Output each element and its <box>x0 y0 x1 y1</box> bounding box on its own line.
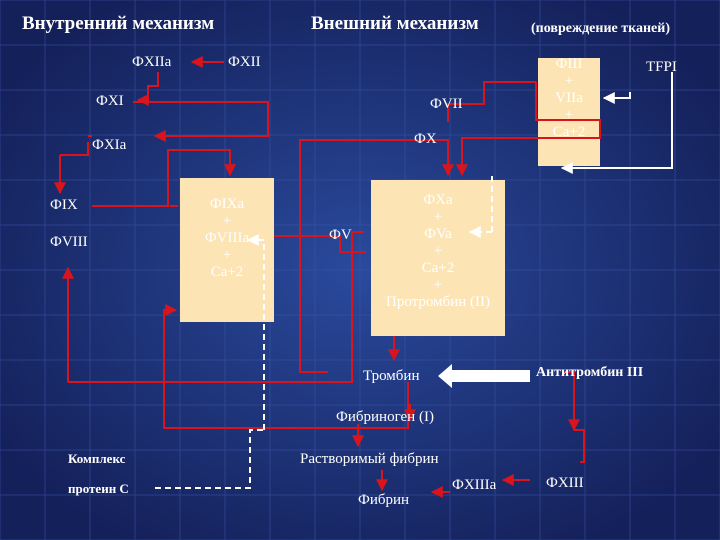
tf-line-3: VIIa <box>555 90 583 106</box>
intrinsic-header: Внутренний механизм <box>22 13 215 34</box>
label-fxi: ФXI <box>96 93 124 109</box>
label-protein-c: протеин С <box>68 481 129 496</box>
label-fxia: ФXIa <box>92 137 127 153</box>
extrinsic-note: (повреждение тканей) <box>531 21 670 36</box>
tfpi-to-tf <box>602 92 631 104</box>
extrinsic-header: Внешний механизм <box>311 13 479 34</box>
label-tfpi: TFPI <box>646 59 677 75</box>
tf-line-1: ФIII <box>555 56 583 72</box>
tenase-box <box>180 178 274 322</box>
fxiii-link <box>574 429 585 463</box>
arrow-fxiia-to-fxi <box>136 72 159 106</box>
tenase-text: ФIXa + ФVIIIa + Ca+2 <box>180 196 274 281</box>
label-fv: ФV <box>329 227 352 243</box>
arrow-to-fxiii <box>562 371 580 432</box>
arrow-fx-to-prothrombinase <box>299 139 454 373</box>
pt-line-7: Протромбин (II) <box>386 294 490 310</box>
label-complex: Комплекс <box>68 451 126 466</box>
tf-line-4: + <box>564 107 574 123</box>
tenase-line-2: + <box>222 213 232 229</box>
label-soluble-fibrin: Растворимый фибрин <box>300 451 439 467</box>
antithrombin-arrow <box>438 364 530 388</box>
pt-line-2: + <box>433 209 443 225</box>
tfpi-to-fx <box>560 72 673 174</box>
label-fxii: ФXII <box>228 54 261 70</box>
tissue-factor-text: ФIII + VIIa + Ca+2 <box>538 56 600 141</box>
pt-line-3: ФVa <box>424 226 452 242</box>
pt-line-5: Ca+2 <box>421 260 455 276</box>
arrow-fxia-link <box>60 142 89 156</box>
tenase-line-4: + <box>222 247 232 263</box>
label-fibrinogen: Фибриноген (I) <box>336 409 434 425</box>
tf-line-2: + <box>564 73 574 89</box>
tenase-line-3: ФVIIIa <box>204 230 250 246</box>
activation-arrows <box>54 56 601 498</box>
arrow-tf-to-fx <box>456 82 601 177</box>
label-thrombin: Тромбин <box>363 368 420 384</box>
tenase-line-1: ФIXa <box>209 196 245 212</box>
tissue-factor-box <box>538 58 600 166</box>
label-fix: ФIX <box>50 197 78 213</box>
label-antithrombin: Антитромбин III <box>536 365 644 380</box>
label-fxiii: ФXIII <box>546 475 584 491</box>
label-fxiia: ФXIIa <box>132 54 172 70</box>
tenase-line-5: Ca+2 <box>210 264 244 280</box>
label-fibrin: Фибрин <box>358 492 410 508</box>
prothrombinase-box <box>371 180 505 336</box>
label-fviii: ФVIII <box>50 234 88 250</box>
arrow-fxi-to-fxia <box>133 101 269 142</box>
arrow-tenase-to-fx <box>274 235 366 253</box>
protein-c-dashed <box>155 429 264 489</box>
arrow-fix-to-tenase <box>92 149 236 207</box>
tf-line-5: Ca+2 <box>552 124 586 140</box>
prothrombinase-text: ФXa + ФVa + Ca+2 + Протромбин (II) <box>371 192 505 311</box>
pt-line-6: + <box>433 277 443 293</box>
label-fxiiia: ФXIIIa <box>452 477 497 493</box>
arrow-thrombin-loop <box>68 231 364 383</box>
pt-line-1: ФXa <box>423 192 453 208</box>
inhibition-arrows <box>155 72 673 489</box>
arrow-fvii-to-tf <box>447 81 536 122</box>
label-fx: ФX <box>414 131 437 147</box>
pt-line-4: + <box>433 243 443 259</box>
label-fvii: ФVII <box>430 96 463 112</box>
